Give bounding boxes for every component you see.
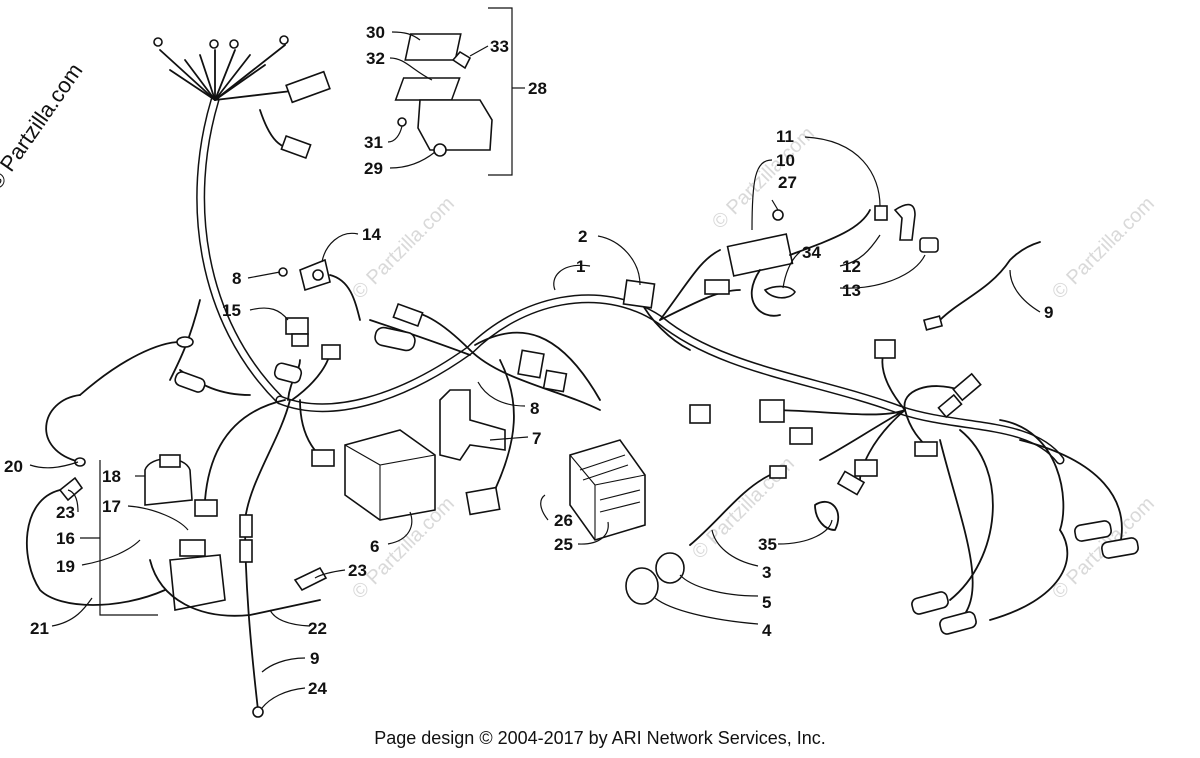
callout-numbers: 1 2 3 4 5 6 7 8 8 9 9 10 11 12 13 14 15 … [4, 23, 1053, 698]
svg-text:© Partzilla.com: © Partzilla.com [348, 193, 459, 304]
callout-30: 30 [366, 23, 385, 42]
callout-13: 13 [842, 281, 861, 300]
ignition-coil-assembly [726, 203, 939, 317]
voltage-regulator [569, 439, 646, 541]
main-wiring-harness [196, 95, 1123, 621]
callout-5: 5 [762, 593, 771, 612]
callout-16: 16 [56, 529, 75, 548]
callout-17: 17 [102, 497, 121, 516]
callout-leader-lines [29, 7, 1041, 709]
callout-32: 32 [366, 49, 385, 68]
callout-31: 31 [364, 133, 383, 152]
callout-23b: 23 [348, 561, 367, 580]
callout-20: 20 [4, 457, 23, 476]
cdi-control-box [344, 429, 436, 521]
callout-3: 3 [762, 563, 771, 582]
svg-text:© Partzilla.com: © Partzilla.com [1048, 193, 1159, 304]
callout-19: 19 [56, 557, 75, 576]
callout-14: 14 [362, 225, 381, 244]
callout-8b: 8 [530, 399, 539, 418]
callout-6: 6 [370, 537, 379, 556]
callout-35: 35 [758, 535, 777, 554]
callout-12: 12 [842, 257, 861, 276]
lamp-socket-connectors [911, 520, 1139, 635]
callout-7: 7 [532, 429, 541, 448]
callout-24: 24 [308, 679, 327, 698]
svg-text:© Partzilla.com: © Partzilla.com [708, 123, 819, 234]
starter-solenoid [169, 539, 226, 611]
callout-10: 10 [776, 151, 795, 170]
harness-connectors [174, 279, 982, 517]
copyright-footer: Page design © 2004-2017 by ARI Network S… [374, 728, 826, 748]
battery-cables [25, 299, 328, 718]
callout-15: 15 [222, 301, 241, 320]
callout-18: 18 [102, 467, 121, 486]
callout-1: 1 [576, 257, 585, 276]
callout-22: 22 [308, 619, 327, 638]
sensor-switch [278, 258, 361, 321]
callout-33: 33 [490, 37, 509, 56]
callout-2: 2 [578, 227, 587, 246]
upper-connector-bundle [153, 35, 331, 160]
callout-8a: 8 [232, 269, 241, 288]
callout-9a: 9 [1044, 303, 1053, 322]
starter-relay [144, 454, 193, 506]
callout-11: 11 [776, 127, 794, 146]
callout-25: 25 [554, 535, 573, 554]
callout-21: 21 [30, 619, 49, 638]
callout-4: 4 [762, 621, 772, 640]
connector-plug [285, 317, 309, 347]
accessory-socket [625, 465, 787, 605]
callout-23a: 23 [56, 503, 75, 522]
fuse-box-assembly [394, 33, 493, 157]
callout-27: 27 [778, 173, 797, 192]
mounting-bracket [439, 389, 506, 461]
callout-29: 29 [364, 159, 383, 178]
callout-26: 26 [554, 511, 573, 530]
wire-clip [814, 500, 840, 531]
callout-9b: 9 [310, 649, 319, 668]
spark-plug-cable [922, 241, 1041, 331]
callout-28: 28 [528, 79, 547, 98]
callout-34: 34 [802, 243, 821, 262]
